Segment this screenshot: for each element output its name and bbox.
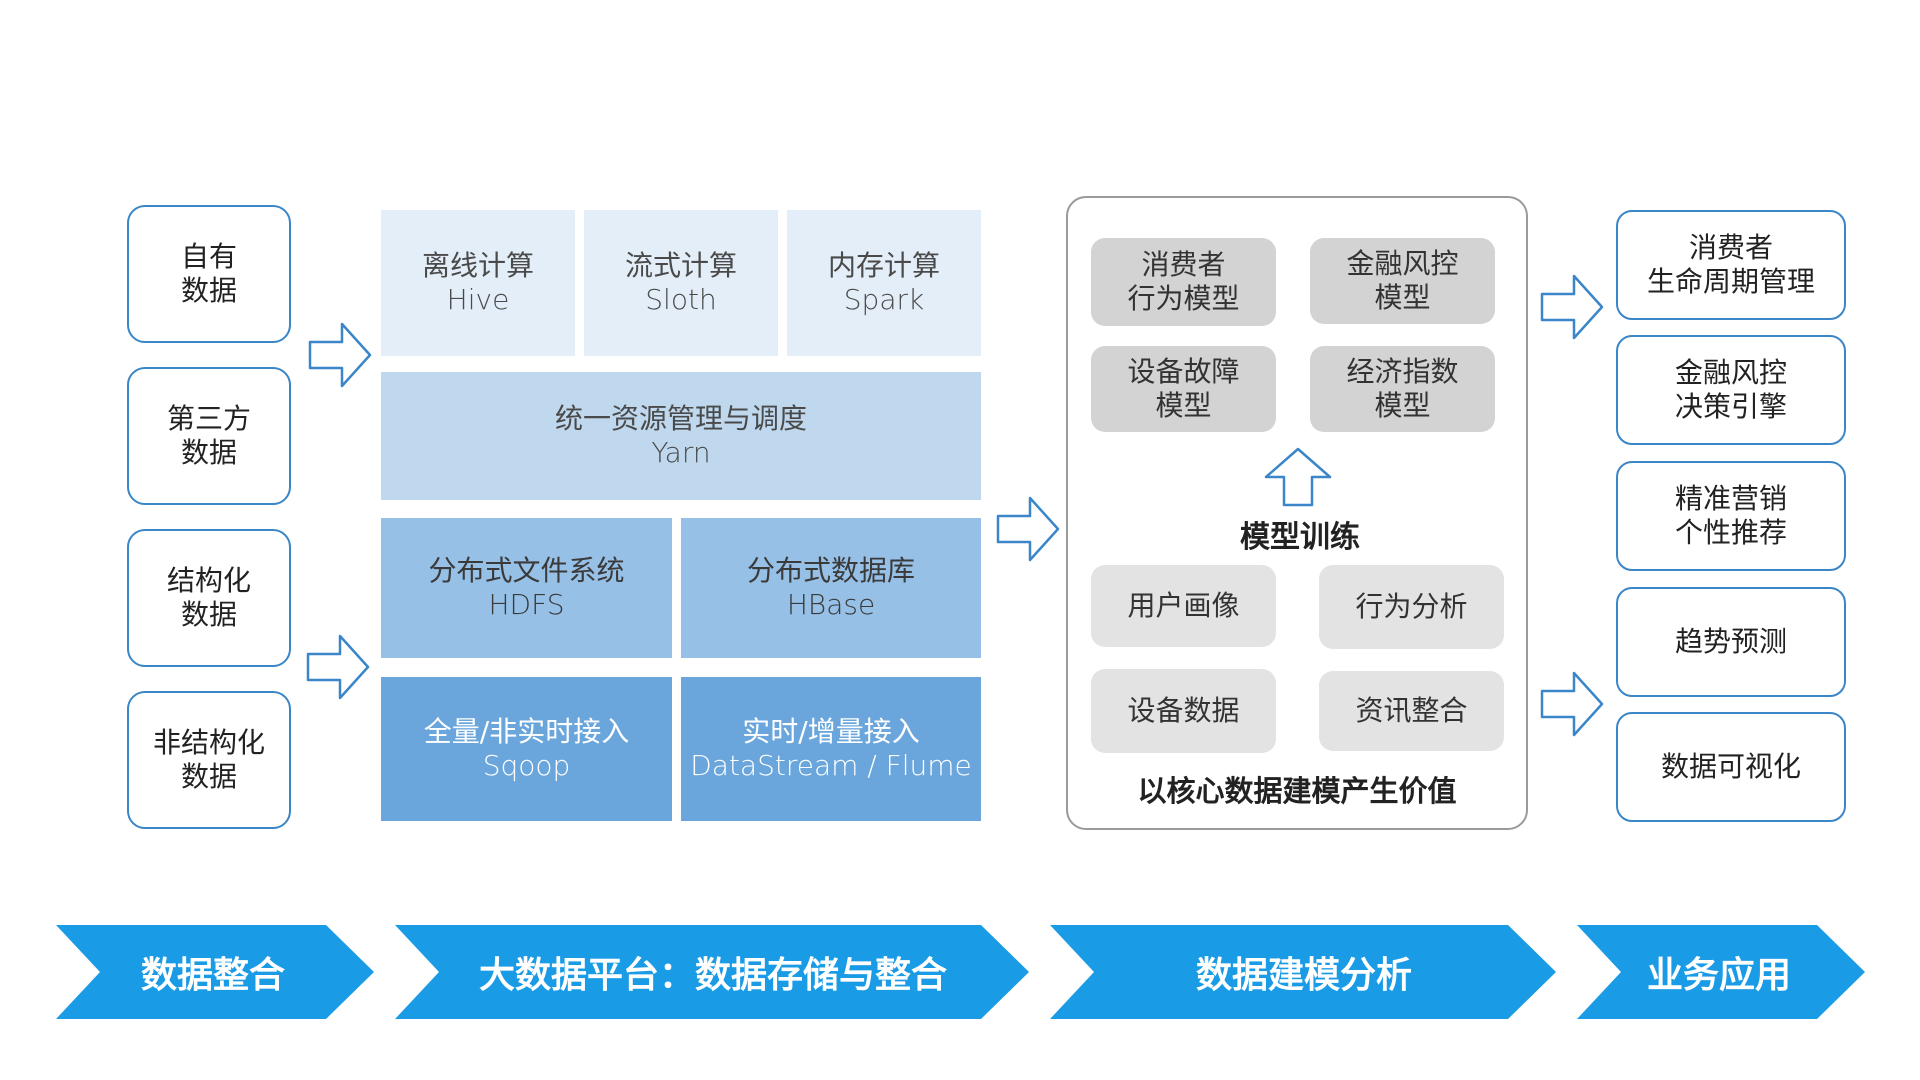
cell-title: 全量/非实时接入 (423, 715, 630, 748)
stage-chevron-big-data-platform (395, 925, 1029, 1019)
app-label-line1: 消费者 (1688, 231, 1773, 264)
up-arrow-icon (1264, 447, 1332, 507)
stage-label: 大数据平台：数据存储与整合 (478, 955, 947, 996)
right-arrow-icon (308, 322, 372, 388)
source-third-party-data: 第三方 数据 (127, 367, 291, 505)
app-label-line2: 个性推荐 (1674, 516, 1787, 549)
cell-title: 离线计算 (421, 249, 534, 282)
cell-subtitle: Yarn (651, 436, 711, 469)
model-financial-risk: 金融风控 模型 (1310, 238, 1495, 324)
flume-cell: 实时/增量接入 DataStream / Flume (681, 677, 981, 821)
right-arrow-icon (306, 634, 370, 700)
cell-subtitle: Sqoop (482, 749, 571, 782)
model-label-line2: 行为模型 (1127, 282, 1240, 315)
source-own-data: 自有 数据 (127, 205, 291, 343)
cell-title: 分布式文件系统 (428, 554, 625, 587)
app-label-line1: 精准营销 (1674, 482, 1787, 515)
stage-chevron-data-integration (56, 925, 374, 1019)
app-label: 数据可视化 (1660, 750, 1801, 783)
source-structured-data: 结构化 数据 (127, 529, 291, 667)
cell-title: 分布式数据库 (746, 554, 915, 587)
app-label-line2: 决策引擎 (1674, 390, 1787, 423)
model-label-line1: 消费者 (1141, 248, 1226, 281)
input-label: 设备数据 (1127, 694, 1240, 727)
modeling-footer: 以核心数据建模产生价值 (1137, 774, 1457, 808)
stage-chevron-data-modeling (1050, 925, 1556, 1019)
source-unstructured-data: 非结构化 数据 (127, 691, 291, 829)
app-label: 趋势预测 (1674, 625, 1787, 658)
model-consumer-behavior: 消费者 行为模型 (1091, 238, 1276, 326)
source-label-line2: 数据 (180, 598, 237, 631)
app-label-line2: 生命周期管理 (1646, 265, 1815, 298)
model-device-failure: 设备故障 模型 (1091, 346, 1276, 432)
app-precision-marketing: 精准营销 个性推荐 (1616, 461, 1846, 571)
app-risk-decision-engine: 金融风控 决策引擎 (1616, 335, 1846, 445)
input-behavior-analysis: 行为分析 (1319, 565, 1504, 649)
cell-title: 实时/增量接入 (742, 715, 920, 748)
stage-label: 数据建模分析 (1195, 955, 1412, 996)
source-label-line2: 数据 (180, 760, 237, 793)
model-label-line1: 金融风控 (1346, 247, 1459, 280)
model-label-line2: 模型 (1374, 389, 1431, 422)
source-label-line1: 第三方 (166, 402, 251, 435)
stage-chevron-business-application (1577, 925, 1865, 1019)
hbase-cell: 分布式数据库 HBase (681, 518, 981, 658)
right-arrow-icon (996, 496, 1060, 562)
source-label-line1: 自有 (180, 240, 237, 273)
model-label-line1: 设备故障 (1127, 355, 1240, 388)
right-arrow-icon (1540, 671, 1604, 737)
input-label: 行为分析 (1355, 590, 1468, 623)
app-data-visualization: 数据可视化 (1616, 712, 1846, 822)
input-device-data: 设备数据 (1091, 669, 1276, 753)
cell-title: 内存计算 (827, 249, 940, 282)
input-label: 资讯整合 (1355, 694, 1468, 727)
app-consumer-lifecycle: 消费者 生命周期管理 (1616, 210, 1846, 320)
cell-subtitle: HDFS (488, 588, 565, 621)
app-trend-forecast: 趋势预测 (1616, 587, 1846, 697)
stage-label: 业务应用 (1646, 955, 1791, 996)
right-arrow-icon (1540, 274, 1604, 340)
stage-label: 数据整合 (140, 955, 285, 996)
cell-subtitle: Hive (446, 283, 510, 316)
model-label-line2: 模型 (1374, 281, 1431, 314)
input-news-integration: 资讯整合 (1319, 671, 1504, 751)
hdfs-cell: 分布式文件系统 HDFS (381, 518, 672, 658)
input-user-profile: 用户画像 (1091, 565, 1276, 647)
model-economic-index: 经济指数 模型 (1310, 346, 1495, 432)
source-label-line2: 数据 (180, 274, 237, 307)
sqoop-cell: 全量/非实时接入 Sqoop (381, 677, 672, 821)
cell-subtitle: DataStream / Flume (690, 749, 972, 782)
stream-compute-cell: 流式计算 Sloth (584, 210, 778, 356)
memory-compute-cell: 内存计算 Spark (787, 210, 981, 356)
cell-subtitle: Sloth (645, 283, 717, 316)
source-label-line1: 结构化 (166, 564, 251, 597)
model-label-line2: 模型 (1155, 389, 1212, 422)
cell-subtitle: HBase (786, 588, 876, 621)
input-label: 用户画像 (1127, 589, 1240, 622)
offline-compute-cell: 离线计算 Hive (381, 210, 575, 356)
cell-subtitle: Spark (843, 283, 925, 316)
source-label-line1: 非结构化 (152, 726, 265, 759)
source-label-line2: 数据 (180, 436, 237, 469)
model-training-label: 模型训练 (1240, 520, 1360, 555)
cell-title: 统一资源管理与调度 (554, 402, 807, 435)
model-label-line1: 经济指数 (1346, 355, 1459, 388)
app-label-line1: 金融风控 (1674, 356, 1787, 389)
cell-title: 流式计算 (624, 249, 737, 282)
resource-management-cell: 统一资源管理与调度 Yarn (381, 372, 981, 500)
